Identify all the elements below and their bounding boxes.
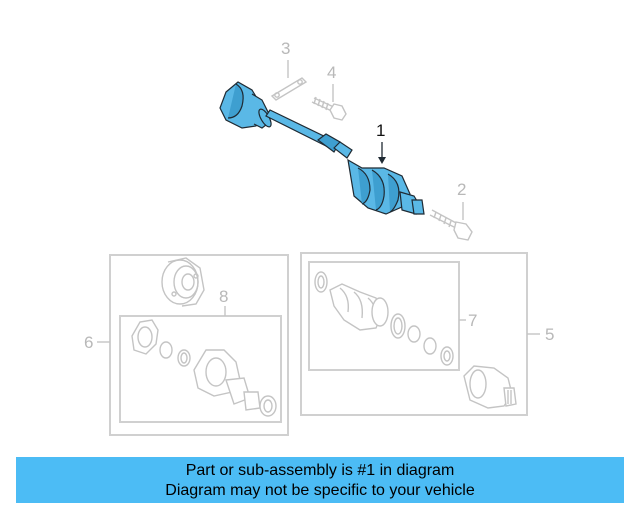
callout-7: 7 <box>468 311 477 330</box>
callout-1: 1 <box>376 121 385 140</box>
inner-joint-kit <box>131 319 277 417</box>
banner-line-1: Part or sub-assembly is #1 in diagram <box>185 462 455 479</box>
callout-2: 2 <box>457 180 466 199</box>
parts-diagram: 1 3 4 2 6 8 <box>84 39 554 436</box>
outer-cv-joint <box>463 365 517 409</box>
bolt-part-4 <box>311 96 347 121</box>
callout-8: 8 <box>219 287 228 306</box>
callout-6: 6 <box>84 333 93 352</box>
bracket-part-3 <box>270 77 308 101</box>
outer-boot-kit <box>314 271 454 366</box>
assembly-box-7 <box>308 261 460 371</box>
axle-shaft-assembly[interactable] <box>219 81 425 215</box>
banner-line-2: Diagram may not be specific to your vehi… <box>165 482 475 499</box>
assembly-box-6 <box>109 254 289 436</box>
callout-5: 5 <box>545 325 554 344</box>
bolt-part-2 <box>429 209 473 241</box>
flange-part <box>161 257 205 307</box>
callout-3: 3 <box>281 39 290 58</box>
info-banner: Part or sub-assembly is #1 in diagram Di… <box>16 457 624 503</box>
callout-4: 4 <box>327 63 336 82</box>
assembly-box-8 <box>119 315 282 423</box>
